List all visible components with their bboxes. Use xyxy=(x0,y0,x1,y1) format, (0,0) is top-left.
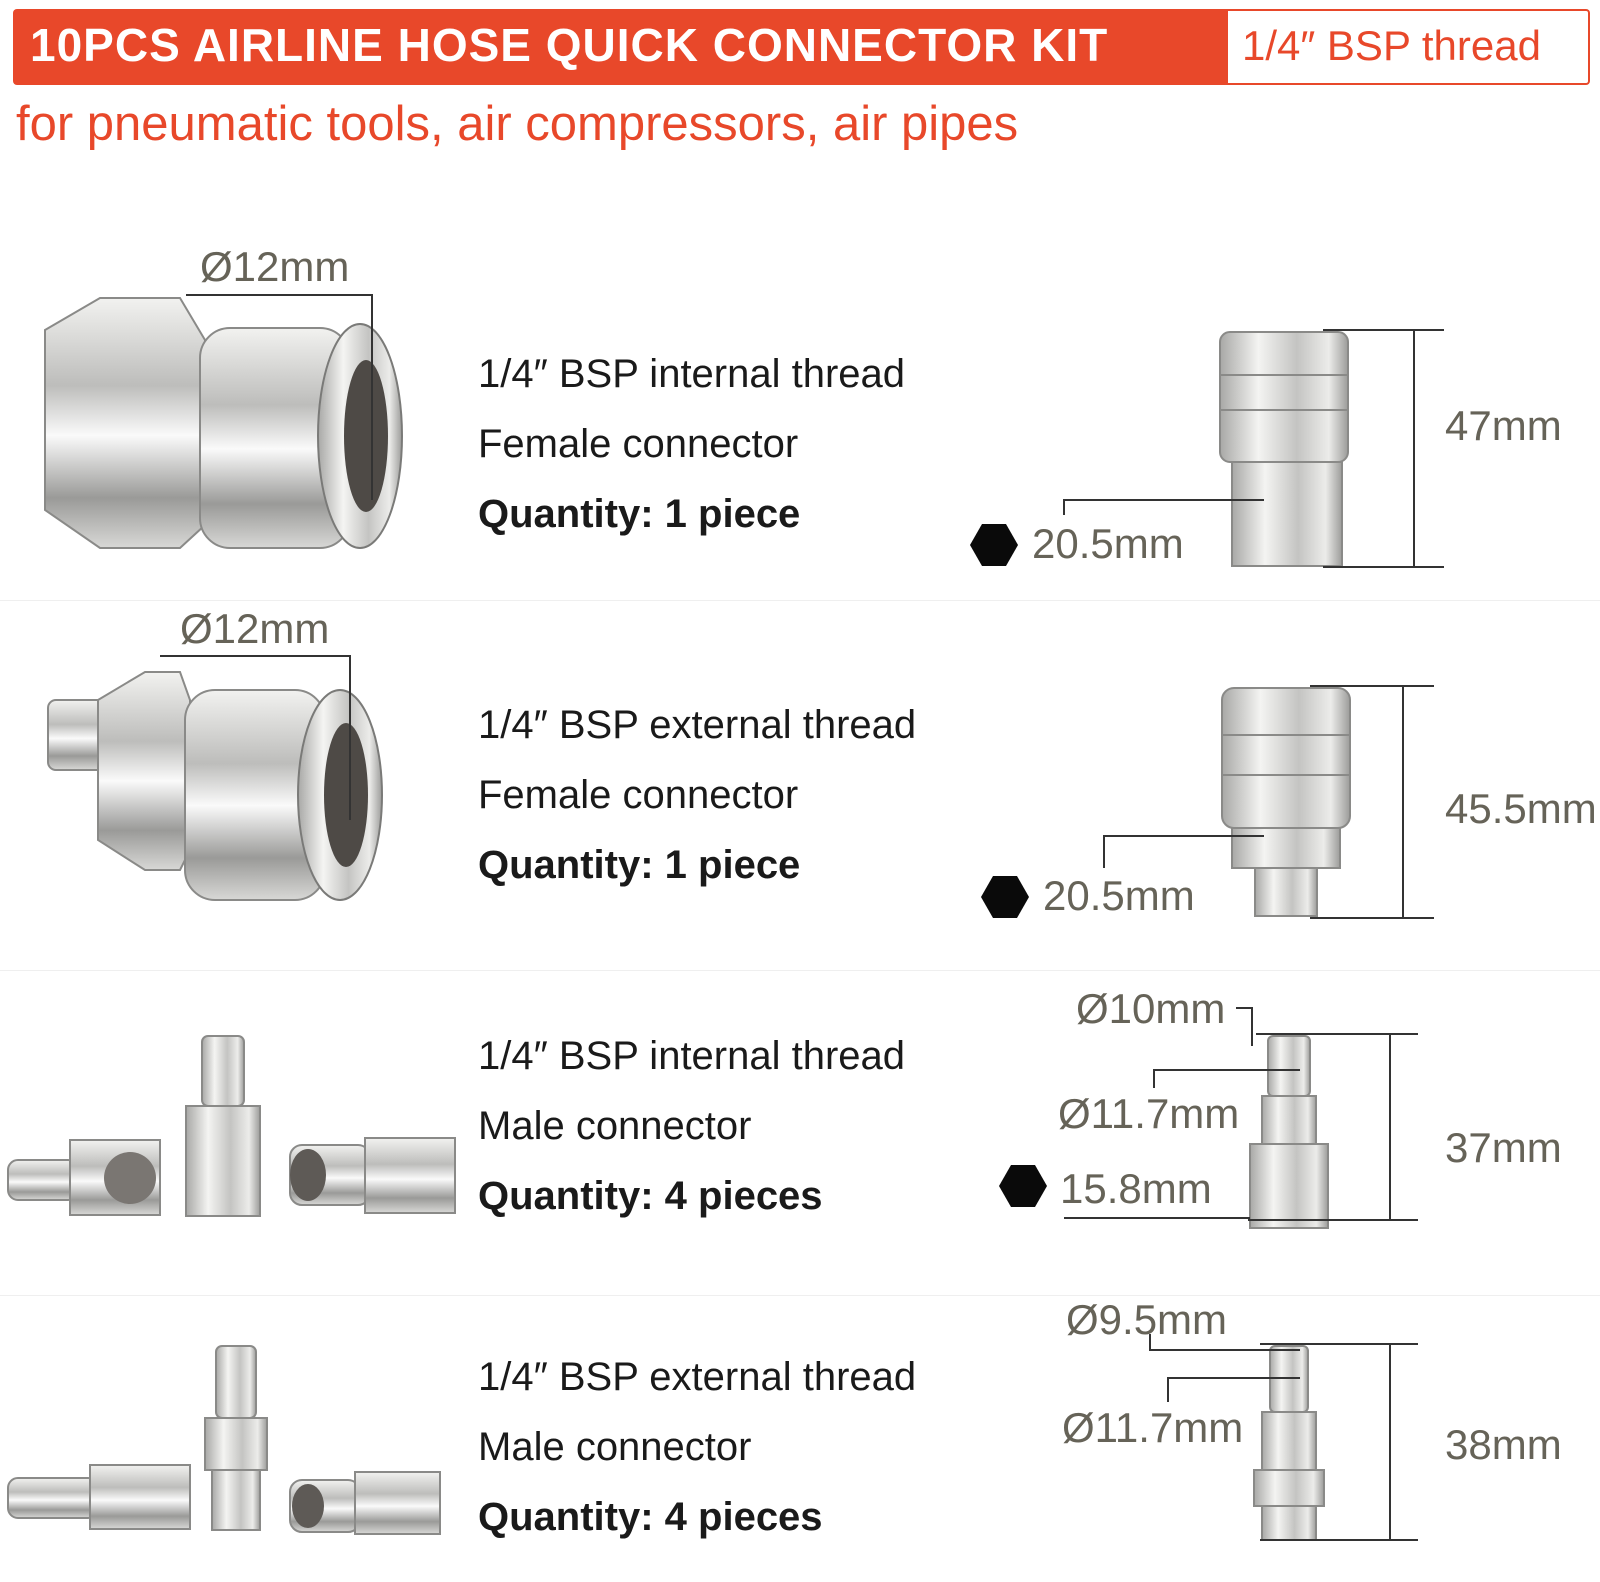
row2-hex-size: 20.5mm xyxy=(1043,872,1195,919)
row4-thread: 1/4″ BSP external thread xyxy=(478,1355,917,1399)
female-internal-side-image xyxy=(1219,331,1349,567)
row3-quantity: Quantity: 4 pieces xyxy=(478,1174,823,1218)
row2-diameter: Ø12mm xyxy=(180,605,330,652)
row2-length: 45.5mm xyxy=(1445,785,1597,832)
row1-dimension-lines xyxy=(186,294,1444,568)
row3-dimension-lines xyxy=(1064,1007,1418,1221)
row-divider xyxy=(0,1295,1600,1296)
hex-icon xyxy=(981,876,1029,918)
thread-badge xyxy=(1228,9,1590,85)
row1-quantity: Quantity: 1 piece xyxy=(478,492,801,536)
row3-hex-size: 15.8mm xyxy=(1060,1165,1212,1212)
row4-dimension-lines xyxy=(1149,1334,1418,1541)
row3-type: Male connector xyxy=(478,1104,752,1148)
row4-quantity: Quantity: 4 pieces xyxy=(478,1495,823,1539)
row-divider xyxy=(0,970,1600,971)
female-internal-connector-image xyxy=(44,297,403,549)
row1-thread: 1/4″ BSP internal thread xyxy=(478,352,906,396)
row-divider xyxy=(0,600,1600,601)
row3-length: 37mm xyxy=(1445,1124,1562,1171)
page-subtitle: for pneumatic tools, air compressors, ai… xyxy=(16,97,1019,151)
row1-length: 47mm xyxy=(1445,402,1562,449)
female-external-side-image xyxy=(1221,687,1351,917)
row3-diameter-tip: Ø10mm xyxy=(1076,985,1226,1032)
hex-icon xyxy=(999,1165,1047,1207)
row1-hex-size: 20.5mm xyxy=(1032,520,1184,567)
hex-icon xyxy=(970,524,1018,566)
row3-diameter-body: Ø11.7mm xyxy=(1058,1090,1240,1137)
male-external-side-image xyxy=(1253,1345,1325,1541)
row4-type: Male connector xyxy=(478,1425,752,1469)
thread-badge-label: 1/4″ BSP thread xyxy=(1242,22,1541,69)
row2-type: Female connector xyxy=(478,773,799,817)
row4-length: 38mm xyxy=(1445,1421,1562,1468)
row1-type: Female connector xyxy=(478,422,799,466)
row2-dimension-lines xyxy=(160,655,1434,919)
row2-thread: 1/4″ BSP external thread xyxy=(478,703,917,747)
row1-diameter: Ø12mm xyxy=(200,243,350,290)
row2-quantity: Quantity: 1 piece xyxy=(478,843,801,887)
male-internal-connector-images xyxy=(7,1035,456,1217)
row4-diameter-body: Ø11.7mm xyxy=(1062,1404,1244,1451)
male-external-connector-images xyxy=(7,1345,441,1535)
row4-diameter-tip: Ø9.5mm xyxy=(1066,1296,1228,1343)
female-external-connector-image xyxy=(47,671,383,901)
title-banner xyxy=(13,9,1228,85)
male-internal-side-image xyxy=(1249,1035,1329,1229)
row3-thread: 1/4″ BSP internal thread xyxy=(478,1034,906,1078)
page-title: 10PCS AIRLINE HOSE QUICK CONNECTOR KIT xyxy=(30,19,1109,71)
